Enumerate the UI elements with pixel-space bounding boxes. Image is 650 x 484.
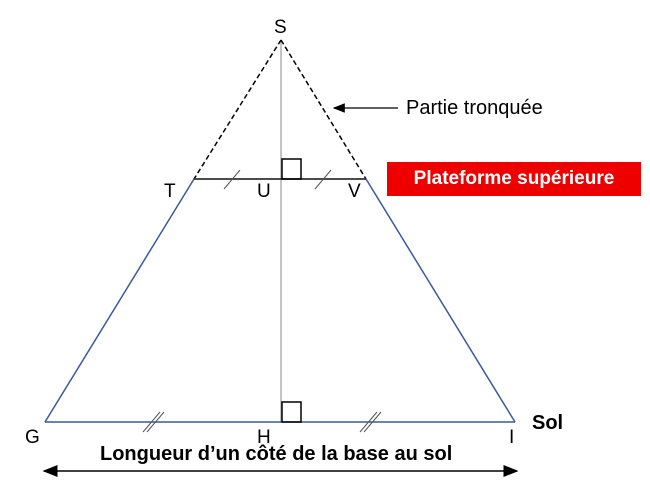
point-label-u: U	[257, 181, 271, 202]
ground-label: Sol	[532, 412, 564, 434]
side-right	[365, 178, 516, 423]
point-label-v: V	[348, 181, 361, 202]
base-length-label: Longueur d’un côté de la base au sol	[100, 443, 453, 465]
dashed-edge-left	[193, 39, 282, 180]
point-label-i: I	[509, 427, 515, 448]
point-label-t: T	[164, 181, 176, 202]
right-angle-bottom	[281, 401, 302, 423]
side-left	[44, 178, 195, 423]
point-label-g: G	[25, 427, 40, 448]
tick-marks	[142, 169, 382, 433]
platform-badge: Plateforme supérieure	[387, 162, 641, 196]
point-label-s: S	[274, 17, 287, 38]
point-label-h: H	[257, 427, 271, 448]
right-angle-top	[281, 158, 302, 180]
dashed-edge-right	[280, 39, 367, 180]
truncated-part-label: Partie tronquée	[406, 97, 543, 119]
